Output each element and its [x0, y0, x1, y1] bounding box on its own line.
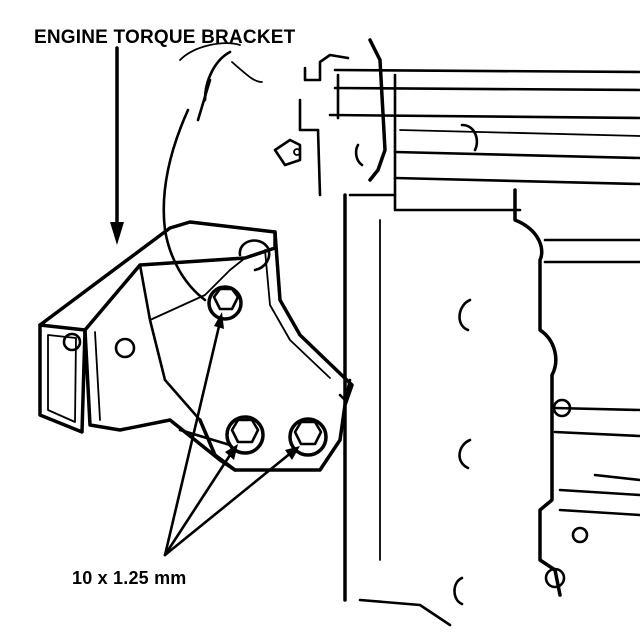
- small-tab: [273, 138, 302, 167]
- right-rib-3: [553, 406, 640, 412]
- bolt-upper-flange: [207, 285, 243, 321]
- bolt-leader-2-head: [225, 444, 238, 460]
- plug-1: [552, 398, 572, 418]
- hook-lower: [298, 98, 320, 132]
- casting-bottom: [358, 598, 452, 627]
- bolts: [207, 285, 328, 457]
- bolt-leader-3: [163, 450, 294, 557]
- bolt-leader-3-head: [285, 446, 300, 460]
- bolt-lower-right-head: [293, 420, 323, 446]
- block-left-curve: [162, 108, 207, 302]
- block-top-detail: [231, 61, 263, 83]
- lower-rib: [593, 473, 640, 482]
- bolt-upper: [207, 285, 243, 321]
- bolt-lower-right: [288, 417, 328, 457]
- side-wall-edge: [94, 331, 101, 421]
- block-top-curve: [203, 50, 232, 102]
- bolt-lower-left: [225, 415, 265, 455]
- bolt-lower-left-flange: [225, 415, 265, 455]
- rail-6: [393, 176, 640, 186]
- bracket-end-face: [38, 323, 87, 434]
- rail-1: [333, 68, 640, 74]
- plate-inner-edge: [264, 249, 331, 379]
- pipe-outer: [368, 38, 387, 182]
- right-rib-4: [553, 430, 640, 438]
- boss-top: [460, 123, 479, 152]
- boss-2: [458, 438, 472, 470]
- right-rib-5: [558, 488, 640, 497]
- bolt-lower-left-head: [230, 418, 260, 444]
- bracket-top-face: [38, 220, 277, 332]
- plug-3: [544, 567, 566, 589]
- small-tab-hole: [293, 148, 301, 156]
- callouts: [110, 46, 300, 557]
- boss-1: [458, 298, 472, 332]
- hook-bracket: [303, 53, 350, 82]
- casting-right-profile: [513, 188, 562, 597]
- rail-4: [399, 129, 640, 137]
- casting-top: [348, 193, 522, 212]
- bracket-label: ENGINE TORQUE BRACKET: [34, 27, 296, 48]
- plate-corner: [338, 378, 352, 402]
- bracket-end-inner: [47, 334, 77, 423]
- bolt-leader-2: [163, 450, 234, 557]
- bolt-leader-1: [163, 320, 222, 557]
- torque-bracket: [38, 220, 354, 472]
- rail-5: [393, 150, 640, 160]
- bolt-lower-right-flange: [288, 417, 328, 457]
- side-hole: [114, 337, 136, 359]
- upper-stud: [238, 239, 271, 272]
- rail-2: [333, 86, 640, 92]
- plug-2: [571, 526, 589, 544]
- channel-top: [149, 257, 246, 321]
- engine-block: [162, 38, 640, 627]
- bracket-arrow-head: [110, 222, 124, 245]
- vertical-rod: [316, 128, 322, 197]
- plate-bottom-fold: [178, 428, 232, 447]
- bolt-leader-1-head: [214, 312, 224, 329]
- right-rib-6: [558, 508, 640, 517]
- block-top-arc: [179, 42, 241, 61]
- bolt-upper-head: [212, 287, 240, 311]
- mounting-plate: [198, 230, 354, 472]
- rail-3: [328, 113, 640, 120]
- end-hole: [62, 332, 82, 352]
- channel-line: [138, 263, 202, 422]
- block-left-edge: [196, 78, 212, 122]
- boss-3: [453, 576, 464, 606]
- bolt-size-label: 10 x 1.25 mm: [72, 568, 187, 588]
- pipe-clamp: [354, 143, 364, 167]
